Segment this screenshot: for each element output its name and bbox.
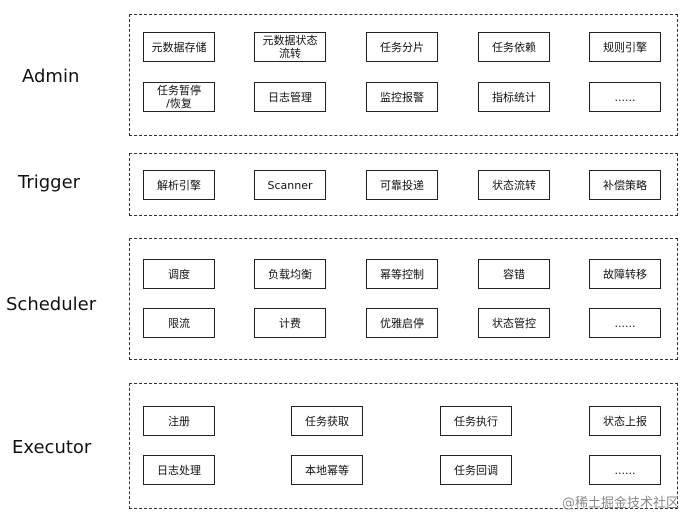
trigger-box-scanner: Scanner xyxy=(254,170,326,200)
watermark-text: @稀土掘金技术社区 xyxy=(561,496,679,511)
scheduler-box-dispatch: 调度 xyxy=(143,259,215,289)
admin-group xyxy=(129,14,678,136)
admin-box-metadata-storage: 元数据存储 xyxy=(143,32,215,62)
layer-label-executor: Executor xyxy=(12,437,92,458)
scheduler-box-billing: 计费 xyxy=(254,308,326,338)
trigger-box-parse-engine: 解析引擎 xyxy=(143,170,215,200)
admin-box-metadata-state-flow: 元数据状态 流转 xyxy=(254,32,326,62)
scheduler-box-more: ...... xyxy=(589,308,661,338)
scheduler-box-fault-tolerance: 容错 xyxy=(478,259,550,289)
admin-box-more: ...... xyxy=(589,82,661,112)
scheduler-box-failover: 故障转移 xyxy=(589,259,661,289)
admin-box-task-sharding: 任务分片 xyxy=(366,32,438,62)
scheduler-box-graceful-start-stop: 优雅启停 xyxy=(366,308,438,338)
admin-box-metrics-stats: 指标统计 xyxy=(478,82,550,112)
scheduler-box-rate-limit: 限流 xyxy=(143,308,215,338)
trigger-box-reliable-delivery: 可靠投递 xyxy=(366,170,438,200)
admin-box-monitoring-alert: 监控报警 xyxy=(366,82,438,112)
trigger-group xyxy=(129,153,678,216)
admin-box-task-pause-resume: 任务暂停 /恢复 xyxy=(143,82,215,112)
layer-label-trigger: Trigger xyxy=(18,172,81,193)
executor-box-local-idempotency: 本地幂等 xyxy=(291,455,363,485)
executor-box-more: ...... xyxy=(589,455,661,485)
trigger-box-state-flow: 状态流转 xyxy=(478,170,550,200)
executor-box-status-report: 状态上报 xyxy=(589,406,661,436)
executor-box-log-processing: 日志处理 xyxy=(143,455,215,485)
executor-group xyxy=(129,383,678,509)
scheduler-box-idempotency: 幂等控制 xyxy=(366,259,438,289)
executor-box-task-callback: 任务回调 xyxy=(440,455,512,485)
layer-label-scheduler: Scheduler xyxy=(6,294,97,315)
admin-box-log-management: 日志管理 xyxy=(254,82,326,112)
trigger-box-compensation: 补偿策略 xyxy=(589,170,661,200)
executor-box-task-execute: 任务执行 xyxy=(440,406,512,436)
executor-box-register: 注册 xyxy=(143,406,215,436)
layer-label-admin: Admin xyxy=(22,66,80,87)
scheduler-group xyxy=(129,238,678,360)
admin-box-task-dependency: 任务依赖 xyxy=(478,32,550,62)
executor-box-task-fetch: 任务获取 xyxy=(291,406,363,436)
scheduler-box-state-control: 状态管控 xyxy=(478,308,550,338)
admin-box-rule-engine: 规则引擎 xyxy=(589,32,661,62)
scheduler-box-load-balancing: 负载均衡 xyxy=(254,259,326,289)
